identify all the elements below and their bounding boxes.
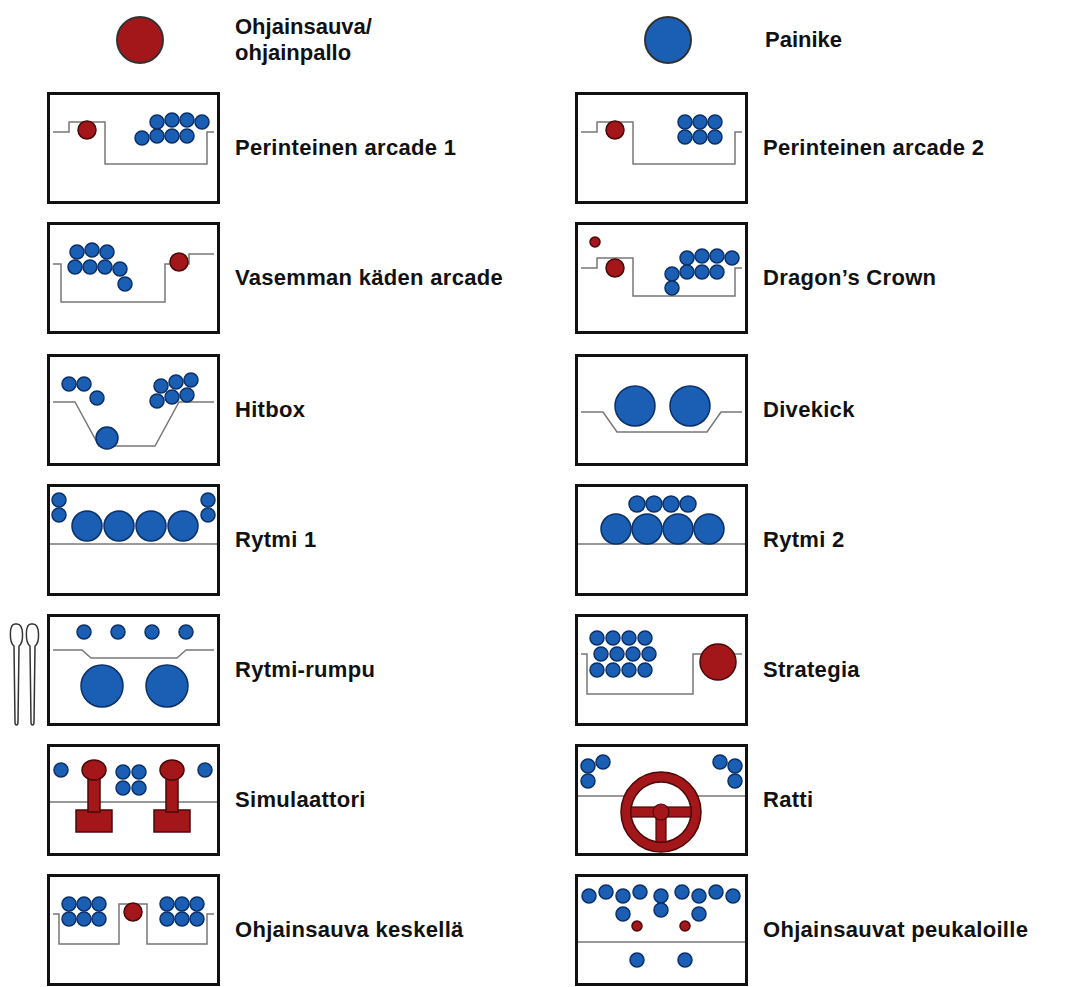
layout-name: Strategia xyxy=(763,657,860,683)
legend-swatch xyxy=(116,16,164,64)
legend-swatch xyxy=(644,16,692,64)
layout-name: Perinteinen arcade 2 xyxy=(763,135,984,161)
panel-drawing xyxy=(47,92,220,204)
layout-name: Rytmi 2 xyxy=(763,527,845,553)
control-layout: Ohjainsauva keskellä xyxy=(47,874,567,986)
panel-drawing xyxy=(575,92,748,204)
control-layout: Ohjainsauvat peukaloille xyxy=(575,874,1080,986)
control-layout: Simulaattori xyxy=(47,744,567,856)
panel-drawing xyxy=(47,354,220,466)
panel-drawing xyxy=(575,614,748,726)
control-layout: Dragon’s Crown xyxy=(575,222,1080,334)
layout-name: Simulaattori xyxy=(235,787,366,813)
legend-text: Ohjainsauva/ ohjainpallo xyxy=(235,14,410,66)
layout-name: Ratti xyxy=(763,787,813,813)
panel-drawing xyxy=(47,874,220,986)
control-layout: Vasemman käden arcade xyxy=(47,222,567,334)
panel-drawing xyxy=(575,484,748,596)
panel-drawing xyxy=(575,874,748,986)
panel-drawing xyxy=(575,354,748,466)
control-layout: Perinteinen arcade 1 xyxy=(47,92,567,204)
panel-drawing xyxy=(47,744,220,856)
layout-name: Vasemman käden arcade xyxy=(235,265,503,291)
legend-text: Painike xyxy=(765,27,940,53)
layout-name: Ohjainsauva keskellä xyxy=(235,917,464,943)
layout-name: Dragon’s Crown xyxy=(763,265,936,291)
panel-drawing xyxy=(575,222,748,334)
control-layout: Rytmi-rumpu xyxy=(47,614,567,726)
control-layout: Strategia xyxy=(575,614,1080,726)
layout-name: Ohjainsauvat peukaloille xyxy=(763,917,1028,943)
control-layout: Divekick xyxy=(575,354,1080,466)
control-layout: Ratti xyxy=(575,744,1080,856)
layout-name: Hitbox xyxy=(235,397,305,423)
layout-name: Perinteinen arcade 1 xyxy=(235,135,456,161)
panel-drawing xyxy=(47,222,220,334)
control-layout: Hitbox xyxy=(47,354,567,466)
control-layout: Rytmi 2 xyxy=(575,484,1080,596)
control-layout: Perinteinen arcade 2 xyxy=(575,92,1080,204)
panel-drawing xyxy=(575,744,748,856)
layout-name: Divekick xyxy=(763,397,855,423)
layout-name: Rytmi-rumpu xyxy=(235,657,375,683)
panel-drawing xyxy=(47,484,220,596)
control-layout: Rytmi 1 xyxy=(47,484,567,596)
layout-name: Rytmi 1 xyxy=(235,527,317,553)
panel-drawing xyxy=(47,614,220,726)
